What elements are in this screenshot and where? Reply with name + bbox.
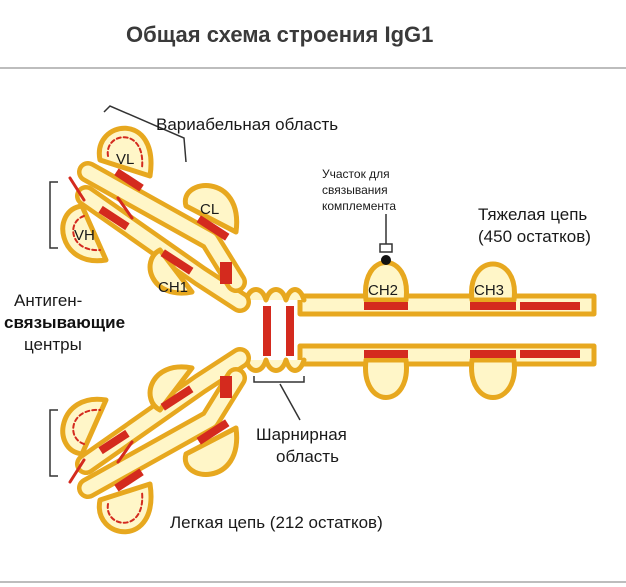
antigen-binding-label-3: центры xyxy=(24,335,82,354)
heavy-chain-fc-upper xyxy=(297,260,597,317)
domain-cl-label: CL xyxy=(200,201,219,218)
hinge-region-label-1: Шарнирная xyxy=(256,425,347,444)
hinge xyxy=(243,287,307,373)
complement-site-label-2: связывания xyxy=(322,183,388,197)
hinge-region-label-2: область xyxy=(276,447,339,466)
domain-ch3-label: CH3 xyxy=(474,282,504,299)
heavy-chain-label-2: (450 остатков) xyxy=(478,227,591,246)
antigen-bracket-lower xyxy=(49,409,58,477)
heavy-chain-fc-lower xyxy=(297,343,597,400)
domain-vh-label: VH xyxy=(74,227,95,244)
diagram-title: Общая схема строения IgG1 xyxy=(126,22,433,47)
heavy-chain-label-1: Тяжелая цепь xyxy=(478,205,587,224)
complement-site-marker xyxy=(381,255,391,265)
complement-pointer-box xyxy=(379,243,393,253)
hinge-bracket xyxy=(253,376,305,383)
antigen-bracket-upper xyxy=(49,181,58,249)
fab-lower xyxy=(60,347,251,535)
domain-vl-label: VL xyxy=(116,151,134,168)
fab-upper xyxy=(60,125,251,313)
antigen-binding-label-1: Антиген- xyxy=(14,291,82,310)
antigen-binding-label-2: связывающие xyxy=(4,313,125,332)
variable-region-bracket xyxy=(103,105,187,163)
domain-ch1-label: CH1 xyxy=(158,279,188,296)
complement-site-label-1: Участок для xyxy=(322,167,390,181)
variable-region-label: Вариабельная область xyxy=(156,115,338,134)
complement-site-label-3: комплемента xyxy=(322,199,396,213)
hinge-pointer xyxy=(279,383,301,421)
antibody-structure xyxy=(60,125,597,535)
light-chain-label: Легкая цепь (212 остатков) xyxy=(170,513,383,532)
domain-ch2-label: CH2 xyxy=(368,282,398,299)
